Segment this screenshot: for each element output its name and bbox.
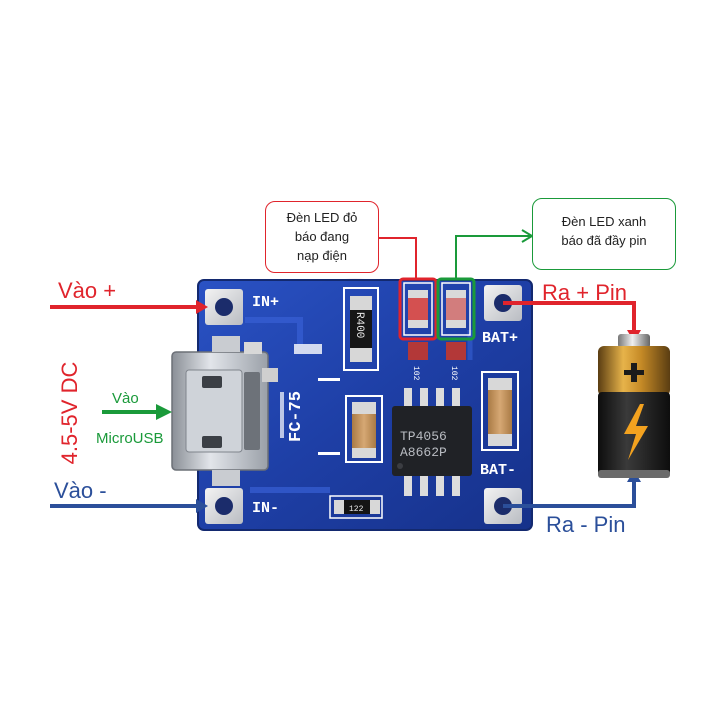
resistor-bottom: 122 <box>329 495 383 519</box>
callout-green-line1: Đèn LED xanh <box>561 214 647 229</box>
capacitor-left <box>345 395 383 463</box>
resistor-bottom-marking: 122 <box>349 505 364 514</box>
wire-out-plus <box>503 301 636 338</box>
label-output-minus: Ra - Pin <box>546 512 626 537</box>
pad-label-bat-minus: BAT- <box>480 462 516 479</box>
pad-label-in-minus: IN- <box>252 500 279 517</box>
pad-in-plus <box>205 289 243 325</box>
chip-marking-line2: A8662P <box>400 445 447 460</box>
label-usb-line1: Vào <box>112 390 139 407</box>
resistor-r400: R400 <box>343 287 379 371</box>
led-green: 102 <box>441 282 471 381</box>
capacitor-right <box>481 371 519 451</box>
label-input-minus: Vào - <box>54 478 107 503</box>
callout-red-pointer <box>378 237 417 279</box>
micro-usb-connector <box>171 336 269 486</box>
led-green-marking: 102 <box>449 366 458 381</box>
pad-in-minus <box>205 488 243 524</box>
led-red-marking: 102 <box>411 366 420 381</box>
label-voltage: 4.5-5V DC <box>57 361 82 465</box>
led-red-highlight <box>398 277 438 341</box>
chip-marking-line1: TP4056 <box>400 429 447 444</box>
wire-out-minus <box>503 474 636 508</box>
callout-red-line1: Đèn LED đỏ <box>286 210 358 225</box>
silk-fc75: FC-75 <box>287 391 306 442</box>
callout-green-pointer <box>455 235 532 279</box>
label-output-plus: Ra + Pin <box>542 280 627 305</box>
resistor-r400-marking: R400 <box>353 312 365 338</box>
battery-icon <box>598 334 670 478</box>
callout-green-line2: báo đã đầy pin <box>561 233 647 248</box>
label-usb-line2: MicroUSB <box>96 430 164 447</box>
callout-green-led: Đèn LED xanh báo đã đầy pin <box>532 198 676 270</box>
pcb-board: IN+ IN- BAT+ BAT- FC-75 R400 <box>171 279 533 531</box>
callout-red-line2: báo đang <box>294 229 350 244</box>
callout-red-led: Đèn LED đỏ báo đang nạp điện <box>265 201 379 273</box>
callout-red-line3: nạp điện <box>297 248 347 263</box>
pad-label-bat-plus: BAT+ <box>482 330 518 347</box>
pad-label-in-plus: IN+ <box>252 294 279 311</box>
tp4056-chip: TP4056 A8662P <box>392 388 472 496</box>
label-input-plus: Vào + <box>58 278 117 303</box>
led-red: 102 <box>403 282 433 381</box>
